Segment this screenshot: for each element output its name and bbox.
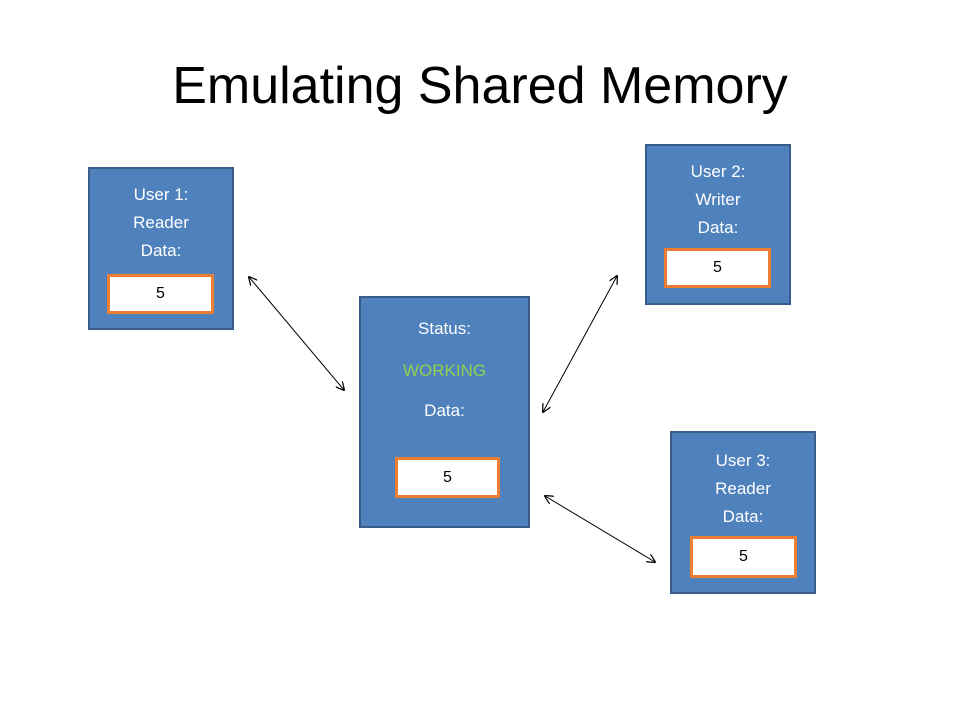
user1-heading: User 1:	[133, 185, 189, 204]
arrow-user2-server	[543, 276, 617, 412]
user3-data-label: Data:	[722, 507, 764, 526]
user3-heading: User 3:	[715, 451, 771, 470]
user1-data-value: 5	[107, 274, 214, 314]
arrow-user1-server	[249, 277, 344, 390]
status-value: WORKING	[402, 361, 487, 380]
user2-heading: User 2:	[690, 162, 746, 181]
slide-title: Emulating Shared Memory	[172, 57, 788, 115]
user1-role: Reader	[133, 213, 189, 232]
arrow-user3-server	[545, 496, 655, 562]
user2-role: Writer	[695, 190, 741, 209]
server-data-label: Data:	[424, 401, 465, 420]
user3-data-value: 5	[690, 536, 797, 578]
user2-data-value: 5	[664, 248, 771, 288]
status-label: Status:	[418, 319, 471, 338]
user1-data-label: Data:	[140, 241, 182, 260]
server-data-value: 5	[395, 457, 500, 498]
user3-role: Reader	[715, 479, 771, 498]
user2-data-label: Data:	[697, 218, 739, 237]
